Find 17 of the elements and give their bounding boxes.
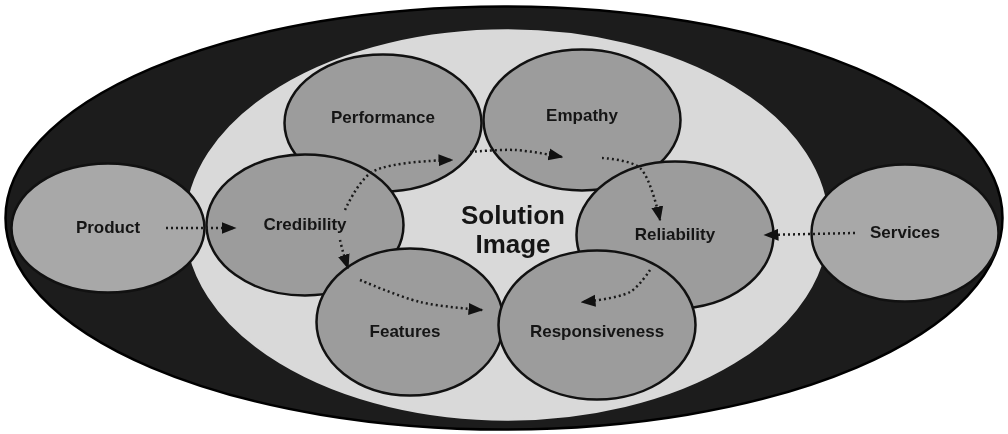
dotted-arrow bbox=[343, 154, 454, 211]
ellipse-label: Credibility bbox=[263, 215, 347, 235]
center-title: Solution Image bbox=[460, 201, 566, 259]
dotted-arrow bbox=[469, 148, 564, 161]
dotted-arrow bbox=[580, 269, 652, 307]
dotted-arrow bbox=[359, 278, 484, 315]
dotted-arrow bbox=[601, 156, 663, 222]
ellipse-label: Services bbox=[870, 223, 940, 243]
dotted-arrow bbox=[338, 239, 350, 270]
ellipse-label: Empathy bbox=[546, 106, 618, 126]
dotted-arrow bbox=[763, 228, 856, 241]
ellipse-label: Responsiveness bbox=[529, 322, 665, 342]
ellipse-label: Performance bbox=[331, 108, 435, 128]
ellipse-label: Features bbox=[369, 322, 441, 342]
ellipse-label: Reliability bbox=[634, 225, 716, 245]
ellipse-label: Product bbox=[75, 218, 141, 238]
dotted-arrow bbox=[166, 222, 237, 234]
